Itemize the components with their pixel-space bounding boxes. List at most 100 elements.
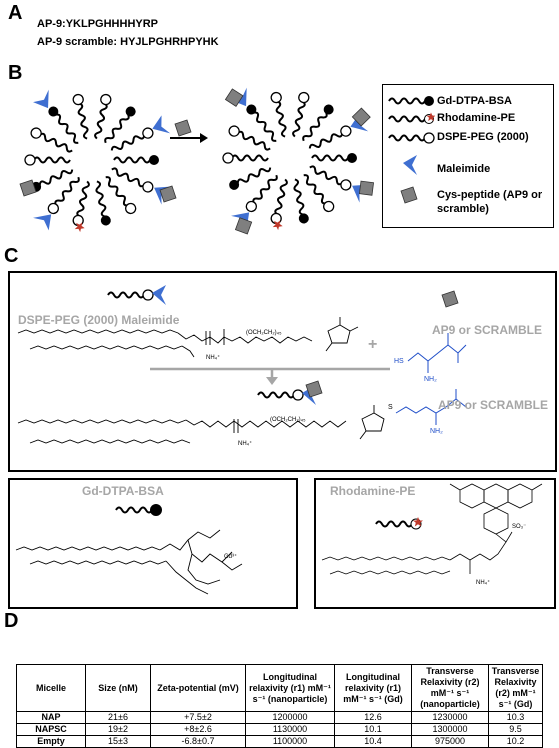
lipid <box>109 115 171 154</box>
maleimide-legend-icon <box>403 155 417 175</box>
lipid <box>33 89 82 146</box>
cell: 19±2 <box>85 723 151 736</box>
lipid <box>222 152 269 164</box>
cell: +7.5±2 <box>150 711 246 724</box>
panel-label-b: B <box>8 62 23 84</box>
peg-unit-top: (OCH₂CH₂)₄₅ <box>246 330 282 336</box>
conjugate-icon <box>257 380 323 405</box>
lipid <box>270 177 289 231</box>
micelle-diagram <box>19 85 378 238</box>
lipid <box>291 91 310 139</box>
table-row: NAPSC 19±2 +8±2.6 1130000 10.1 1300000 9… <box>16 723 543 736</box>
peptide-icon-top <box>441 290 459 308</box>
lipid <box>109 166 171 205</box>
rhodamine-icon <box>375 517 423 530</box>
lipid <box>228 125 273 152</box>
free-peptide-icon <box>174 119 192 137</box>
s-label: S <box>388 404 393 411</box>
cell: 10.1 <box>334 723 412 736</box>
cell: 15±3 <box>85 735 151 748</box>
lipid <box>113 155 159 165</box>
cysteine-structure <box>407 333 467 373</box>
gd-structure <box>15 529 243 595</box>
table-row: NAP 21±6 +7.5±2 1200000 12.6 1230000 10.… <box>16 711 543 724</box>
rhodamine-pe-box: SO₃⁻ NH₄⁺ Rhodamine-PE <box>314 478 556 609</box>
lipid <box>72 179 91 233</box>
conjugate-cys <box>395 389 467 425</box>
dspe-maleimide-title: DSPE-PEG (2000) Maleimide <box>18 313 180 327</box>
lipid <box>222 85 280 144</box>
lipid <box>307 164 378 203</box>
legend-box: Gd-DTPA-BSA Rhodamine-PE DSPE-PEG (2000)… <box>382 84 554 228</box>
header-r2-gd: Transverse Relaxivity (r2) mM⁻¹ s⁻¹ (Gd) <box>488 664 543 712</box>
nh2-top: NH₂ <box>424 376 437 383</box>
header-r2-nanoparticle: Transverse Relaxivity (r2) mM⁻¹ s⁻¹ (nan… <box>411 664 489 712</box>
lipid <box>229 164 273 190</box>
lipid <box>31 166 75 192</box>
conjugation-scheme-box: (OCH₂CH₂)₄₅ NH₄⁺ + HS NH₂ <box>8 271 557 472</box>
lipid <box>24 154 71 166</box>
table-row: Empty 15±3 -6.8±0.7 1100000 10.4 975000 … <box>16 735 543 748</box>
gd-title: Gd-DTPA-BSA <box>82 484 164 498</box>
conjugate-structure <box>17 405 385 444</box>
lipid <box>300 172 335 213</box>
table-header-row: Micelle Size (nM) Zeta-potential (mV) Lo… <box>16 664 543 712</box>
lipid <box>307 105 373 152</box>
gd-icon <box>115 504 162 516</box>
rhodamine-legend-icon <box>388 112 435 124</box>
gd-dtpa-bsa-box: Gd³⁺ Gd-DTPA-BSA <box>8 478 298 609</box>
nh4-rho: NH₄⁺ <box>476 579 490 586</box>
reaction-arrow <box>170 133 208 143</box>
panel-label-a: A <box>8 2 23 24</box>
lipid <box>33 174 82 231</box>
legend-dspe-label: DSPE-PEG (2000) <box>437 131 529 143</box>
micelle-properties-table: Micelle Size (nM) Zeta-potential (mV) Lo… <box>16 664 543 748</box>
cell: NAPSC <box>16 723 86 736</box>
cell: +8±2.6 <box>150 723 246 736</box>
nh2-bottom: NH₂ <box>430 428 443 435</box>
header-micelle: Micelle <box>16 664 86 712</box>
rhodamine-title: Rhodamine-PE <box>330 484 416 498</box>
cell: -6.8±0.7 <box>150 735 246 748</box>
dspe-legend-icon <box>388 132 435 144</box>
cell: 12.6 <box>334 711 412 724</box>
panel-label-c: C <box>4 245 19 267</box>
cell: 1230000 <box>411 711 489 724</box>
cell: Empty <box>16 735 86 748</box>
cell: 975000 <box>411 735 489 748</box>
lipid <box>291 177 309 224</box>
ap9-label-top: AP9 or SCRAMBLE <box>432 323 543 337</box>
cell: 1300000 <box>411 723 489 736</box>
dspe-maleimide-icon <box>107 285 166 305</box>
cell: 10.4 <box>334 735 412 748</box>
legend-cys-label-1: Cys-peptide (AP9 or <box>437 189 543 201</box>
lipid <box>93 93 112 141</box>
free-peptide-icon <box>19 179 37 197</box>
dspe-maleimide-structure <box>17 317 359 358</box>
cell: 1130000 <box>245 723 335 736</box>
gd-legend-icon <box>388 96 434 106</box>
header-r1-gd: Longitudinal relaxivity (r1) mM⁻¹ s⁻¹ (G… <box>334 664 412 712</box>
cell: 9.5 <box>488 723 543 736</box>
ap9-label-bottom: AP9 or SCRAMBLE <box>438 398 549 412</box>
lipid <box>102 174 137 215</box>
panel-label-d: D <box>4 610 19 632</box>
nh4-bottom: NH₄⁺ <box>238 440 252 447</box>
ap9-scramble-sequence: AP-9 scramble: HYJLPGHRHPYHK <box>37 36 219 48</box>
nh4-top: NH₄⁺ <box>206 354 220 361</box>
lipid <box>300 104 334 144</box>
cell: 21±6 <box>85 711 151 724</box>
legend-gd-label: Gd-DTPA-BSA <box>437 95 512 107</box>
cell: NAP <box>16 711 86 724</box>
lipid <box>102 106 136 146</box>
cell: 10.2 <box>488 735 543 748</box>
legend-cys-label-2: scramble) <box>437 203 489 215</box>
header-size: Size (nM) <box>85 664 151 712</box>
lipid <box>72 93 91 141</box>
so3-label: SO₃⁻ <box>512 524 526 530</box>
lipid <box>93 179 111 226</box>
lipid <box>270 91 289 139</box>
rhodamine-structure <box>321 483 543 575</box>
cell: 1200000 <box>245 711 335 724</box>
peptide-legend-icon <box>400 186 418 204</box>
